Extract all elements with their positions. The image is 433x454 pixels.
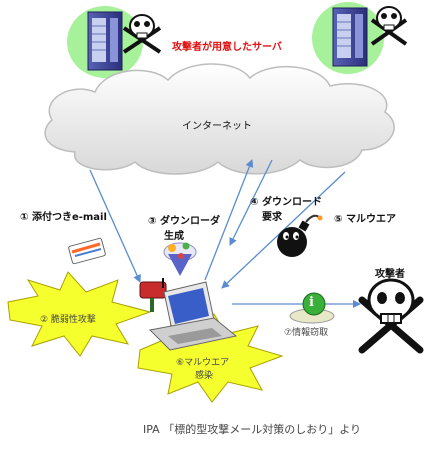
exploit-burst xyxy=(7,271,152,357)
left-skull-icon xyxy=(122,14,162,54)
step-2-label: ② 脆弱性攻撃 xyxy=(40,315,96,325)
step-6-label-line2: 感染 xyxy=(195,371,214,381)
right-server-icon xyxy=(312,2,384,74)
internet-cloud xyxy=(44,63,395,175)
internet-label: インターネット xyxy=(182,121,252,132)
step-5-label: ⑤ マルウエア xyxy=(334,214,396,225)
arrow-download-request xyxy=(229,159,273,246)
step-1-label: ① 添付つきe-mail xyxy=(20,212,107,223)
info-icon-glyph: i xyxy=(309,295,314,310)
step-3-label-line2: 生成 xyxy=(164,231,184,242)
source-caption: IPA 「標的型攻撃メール対策のしおり」より xyxy=(143,423,361,436)
right-skull-icon xyxy=(370,6,408,46)
step-3-label-line1: ③ ダウンローダ xyxy=(148,216,220,227)
attacker-servers-label: 攻撃者が用意したサーバ xyxy=(172,42,282,53)
step-6-label-line1: ⑥マルウエア xyxy=(176,358,230,368)
step-4-label-line2: 要求 xyxy=(262,212,282,223)
left-server-icon xyxy=(67,6,143,78)
info-theft-icon xyxy=(289,292,335,324)
step-7-label: ⑦情報窃取 xyxy=(284,328,329,338)
bomb-icon xyxy=(277,214,323,257)
victim-laptop-icon xyxy=(148,281,238,351)
step-4-label-line1: ④ ダウンロード xyxy=(250,197,322,208)
arrow-downloader xyxy=(204,159,254,281)
mailbox-icon xyxy=(139,278,167,312)
attacker-skull-icon xyxy=(358,278,424,354)
flow-arrows xyxy=(89,159,361,308)
downloader-icon xyxy=(163,242,197,276)
arrow-email xyxy=(89,169,141,283)
email-icon xyxy=(68,237,106,265)
attacker-label: 攻撃者 xyxy=(375,269,405,280)
